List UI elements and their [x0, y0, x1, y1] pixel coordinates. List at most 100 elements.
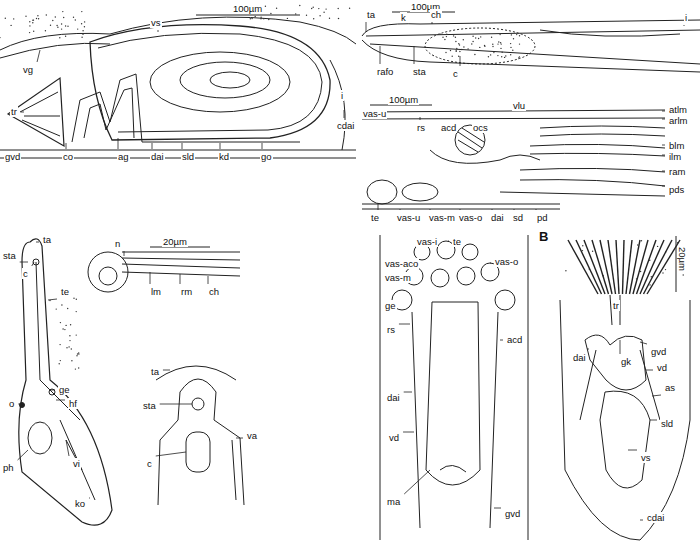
- leader-line: [160, 404, 192, 405]
- stipple-dot: [56, 308, 57, 309]
- part-label: pds: [668, 184, 685, 195]
- part-label: vg: [22, 64, 34, 75]
- stipple-dot: [641, 240, 642, 241]
- part-label: vd: [656, 362, 668, 373]
- stipple-dot: [69, 340, 70, 341]
- leader-line: [662, 186, 665, 187]
- part-label: vs: [640, 452, 652, 463]
- stipple-dot: [452, 56, 453, 57]
- stipple-dot: [268, 19, 269, 20]
- stipple-dot: [29, 21, 30, 22]
- leader-line: [460, 56, 461, 66]
- part-label: go: [260, 151, 273, 162]
- part-label: te: [370, 212, 380, 223]
- stipple-dot: [311, 8, 312, 9]
- part-label: co: [62, 151, 74, 162]
- leader-line: [514, 209, 515, 210]
- leader-line: [414, 46, 415, 64]
- stipple-dot: [59, 37, 60, 38]
- muscle-fibre: [644, 240, 673, 294]
- leader-line: [124, 251, 125, 256]
- stipple-dot: [519, 35, 520, 36]
- stipple-dot: [82, 34, 83, 35]
- part-label: sta: [412, 66, 427, 77]
- part-label: ge: [58, 384, 71, 395]
- stipple-dot: [78, 352, 79, 353]
- leader-line: [640, 520, 643, 521]
- leader-line: [236, 438, 243, 439]
- part-label: vd: [388, 432, 400, 443]
- stipple-dot: [63, 17, 64, 18]
- part-label: rm: [180, 286, 193, 297]
- stipple-dot: [463, 46, 464, 47]
- part-label: vas-m: [384, 272, 412, 283]
- stipple-dot: [260, 18, 261, 19]
- muscle-fibre: [568, 240, 598, 294]
- leader-line: [20, 262, 28, 263]
- stipple-dot: [13, 18, 14, 19]
- stipple-dot: [61, 23, 62, 24]
- leader-line: [652, 395, 661, 396]
- stipple-dot: [456, 51, 457, 52]
- muscle-fibre: [600, 240, 612, 294]
- part-label: cdai: [646, 512, 665, 523]
- stipple-dot: [33, 19, 34, 20]
- stipple-dot: [29, 32, 30, 33]
- stipple-dot: [70, 324, 71, 325]
- stipple-dot: [500, 42, 501, 43]
- stipple-dot: [519, 56, 520, 57]
- stipple-dot: [440, 33, 441, 34]
- part-label: c: [22, 268, 29, 279]
- leader-line: [494, 508, 501, 509]
- part-label: sld: [660, 418, 674, 429]
- stipple-dot: [84, 26, 85, 27]
- stipple-dot: [56, 25, 57, 26]
- stipple-dot: [502, 52, 503, 53]
- stipple-dot: [299, 5, 300, 6]
- stipple-dot: [84, 21, 85, 22]
- part-label: lm: [150, 286, 162, 297]
- stipple-dot: [32, 20, 33, 21]
- leader-line: [21, 112, 24, 113]
- stipple-dot: [265, 6, 266, 7]
- stipple-dot: [510, 54, 511, 55]
- part-label: sld: [181, 151, 195, 162]
- stipple-dot: [637, 244, 638, 245]
- stipple-dot: [492, 46, 493, 47]
- part-label: n: [114, 238, 121, 249]
- stipple-dot: [665, 269, 666, 270]
- stipple-dot: [501, 43, 502, 44]
- stipple-dot: [260, 17, 261, 18]
- leader-line: [18, 404, 20, 405]
- stipple-dot: [475, 37, 476, 38]
- part-label: va: [246, 430, 258, 441]
- part-label: te: [452, 236, 462, 247]
- leader-line: [182, 143, 183, 149]
- stipple-dot: [270, 13, 271, 14]
- leader-line: [66, 440, 69, 456]
- stipple-dot: [513, 38, 514, 39]
- stipple-dot: [510, 43, 511, 44]
- stipple-dot: [67, 26, 68, 27]
- part-label: ag: [117, 151, 130, 162]
- stipple-dot: [46, 14, 47, 15]
- stipple-dot: [453, 35, 454, 36]
- leader-line: [66, 143, 67, 149]
- part-label: ko: [74, 498, 86, 509]
- stipple-dot: [472, 41, 473, 42]
- muscle-fibre: [616, 240, 619, 294]
- stipple-dot: [50, 25, 51, 26]
- leader-line: [344, 110, 345, 118]
- stipple-dot: [62, 328, 63, 329]
- scale-label: 100µm: [232, 3, 263, 14]
- stipple-dot: [76, 311, 77, 312]
- stipple-dot: [492, 44, 493, 45]
- part-label: rafo: [376, 66, 394, 77]
- part-label: blm: [668, 140, 685, 151]
- stipple-dot: [37, 15, 38, 16]
- leader-line: [150, 272, 151, 284]
- stipple-dot: [467, 48, 468, 49]
- stipple-dot: [71, 360, 72, 361]
